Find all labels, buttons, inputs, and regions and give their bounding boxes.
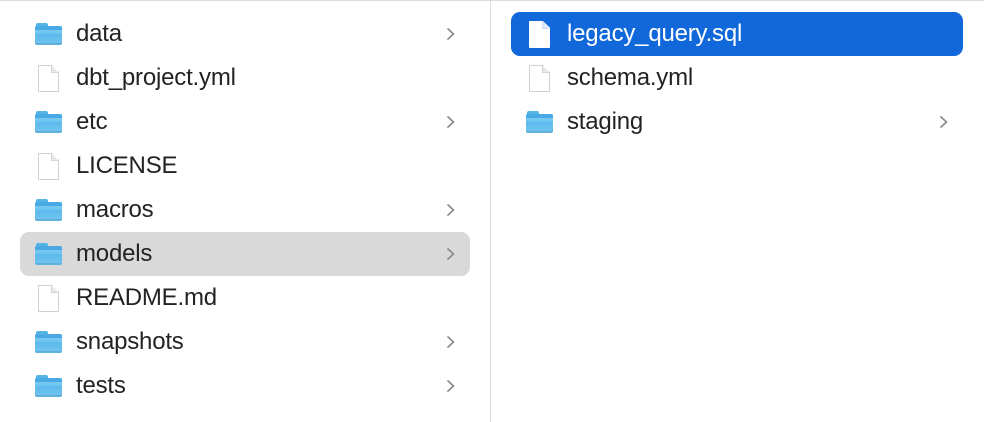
file-name-label: schema.yml [567,64,694,91]
file-row[interactable]: models [20,232,470,276]
folder-icon [34,370,64,402]
file-row[interactable]: schema.yml [511,56,963,100]
folder-icon [34,18,64,50]
chevron-right-icon[interactable] [444,26,458,42]
folder-icon [34,326,64,358]
document-icon [34,62,64,94]
folder-icon [34,238,64,270]
file-name-label: README.md [76,284,217,311]
file-row[interactable]: snapshots [20,320,470,364]
folder-icon [34,106,64,138]
file-name-label: dbt_project.yml [76,64,236,91]
folder-icon [34,194,64,226]
file-row[interactable]: macros [20,188,470,232]
file-row[interactable]: LICENSE [20,144,470,188]
file-name-label: models [76,240,153,267]
document-icon [34,282,64,314]
chevron-right-icon[interactable] [444,334,458,350]
chevron-right-icon[interactable] [444,246,458,262]
file-row[interactable]: legacy_query.sql [511,12,963,56]
file-row[interactable]: data [20,12,470,56]
file-row[interactable]: dbt_project.yml [20,56,470,100]
file-row[interactable]: README.md [20,276,470,320]
file-name-label: macros [76,196,154,223]
file-name-label: staging [567,108,643,135]
chevron-right-icon[interactable] [444,378,458,394]
file-name-label: data [76,20,122,47]
document-icon [525,62,555,94]
chevron-right-icon[interactable] [444,114,458,130]
folder-icon [525,106,555,138]
file-name-label: etc [76,108,108,135]
file-row[interactable]: tests [20,364,470,408]
file-name-label: LICENSE [76,152,178,179]
file-row[interactable]: staging [511,100,963,144]
document-icon [525,18,555,50]
file-name-label: snapshots [76,328,184,355]
chevron-right-icon[interactable] [937,114,951,130]
file-name-label: tests [76,372,126,399]
file-row[interactable]: etc [20,100,470,144]
chevron-right-icon[interactable] [444,202,458,218]
column-child: legacy_query.sql schema.yml staging [491,1,983,422]
document-icon [34,150,64,182]
file-name-label: legacy_query.sql [567,20,743,47]
